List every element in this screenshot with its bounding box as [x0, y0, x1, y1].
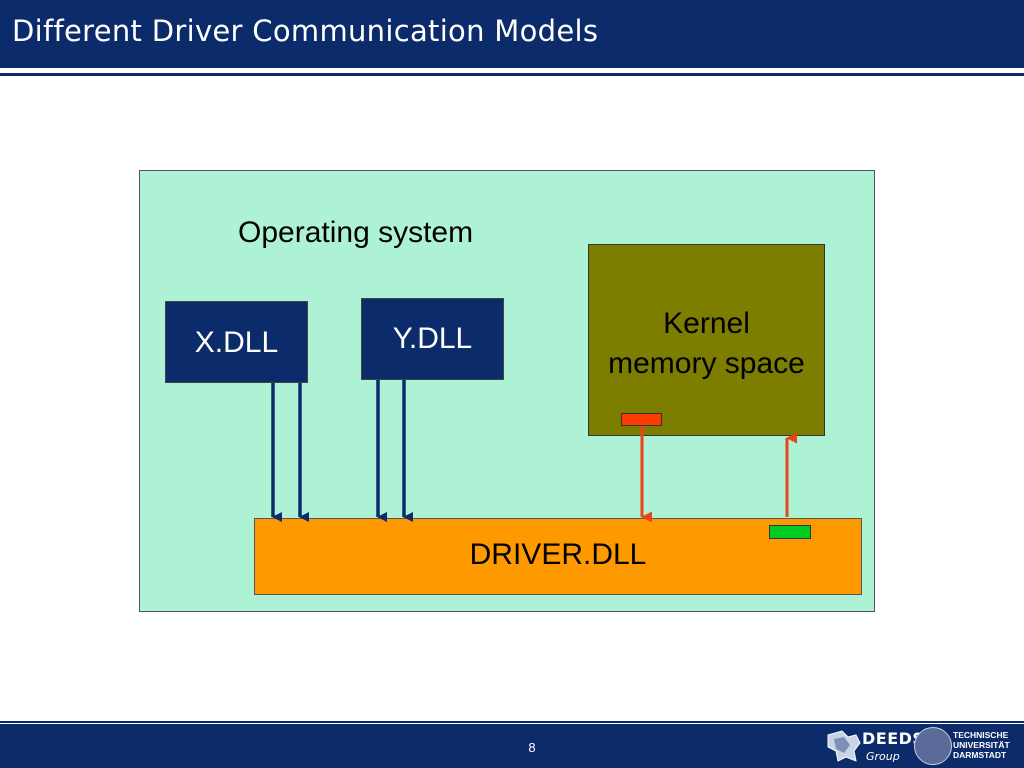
footer-rule: [0, 721, 1024, 723]
title-bar: [0, 0, 1024, 68]
tu-line-3: DARMSTADT: [953, 750, 1007, 760]
kernel-red-slot: [621, 413, 662, 426]
y-dll-box: Y.DLL: [361, 298, 504, 380]
title-rule-blue: [0, 73, 1024, 76]
tu-line-1: TECHNISCHE: [953, 730, 1009, 740]
deeds-logo-icon: [827, 730, 861, 762]
kernel-memory-box: [588, 244, 825, 436]
driver-dll-box: [254, 518, 862, 595]
tu-line-2: UNIVERSITÄT: [953, 740, 1010, 750]
page-number: 8: [528, 740, 536, 755]
kernel-label-line1: Kernel: [663, 307, 750, 340]
deeds-name: DEEDS: [862, 729, 925, 748]
operating-system-label: Operating system: [238, 216, 474, 249]
title-rule-white: [0, 68, 1024, 72]
driver-dll-label: DRIVER.DLL: [469, 538, 647, 571]
slide-title: Different Driver Communication Models: [12, 14, 599, 48]
tu-darmstadt-text: TECHNISCHE UNIVERSITÄT DARMSTADT: [953, 730, 1010, 760]
kernel-memory-label: Kernel memory space: [588, 304, 825, 384]
driver-green-slot: [769, 525, 811, 539]
deeds-group: Group: [866, 750, 900, 763]
kernel-label-line2: memory space: [608, 347, 805, 380]
x-dll-box: X.DLL: [165, 301, 308, 383]
tu-seal-icon: [914, 727, 952, 765]
